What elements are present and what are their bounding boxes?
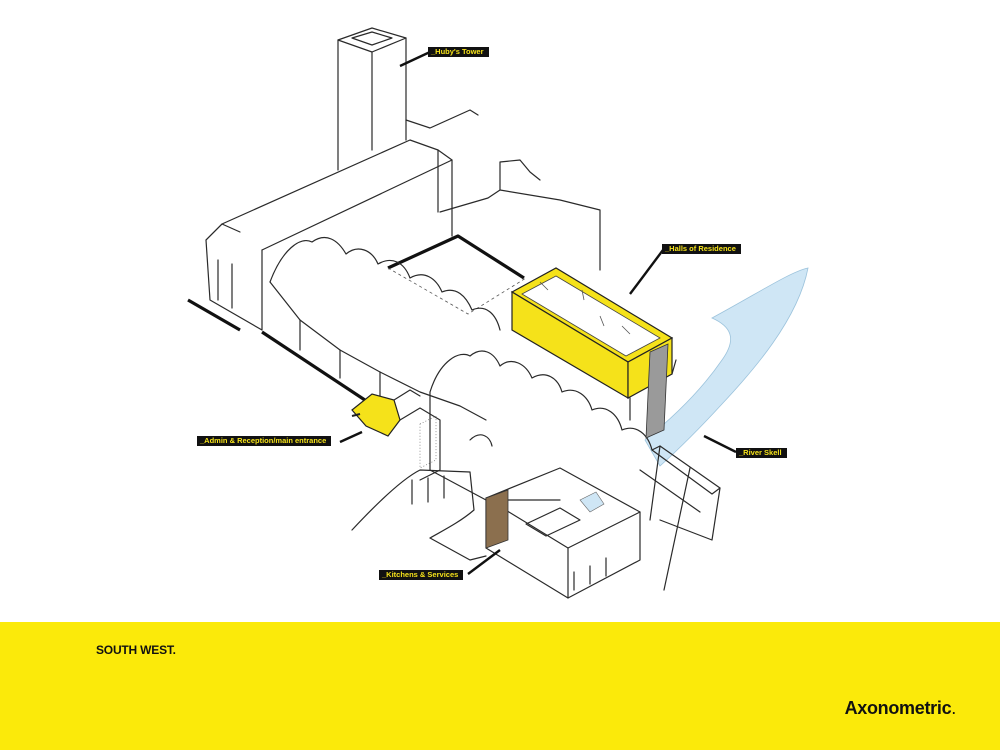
drawing-type-suffix: . <box>951 698 956 718</box>
river-skell-shape <box>644 267 809 467</box>
callout-kitchens-services: _Kitchens & Services <box>379 570 464 580</box>
callout-hubys-tower: _Huby's Tower <box>428 47 489 57</box>
callout-admin-reception: _Admin & Reception/main entrance <box>197 436 332 446</box>
drawing-type-text: Axonometric <box>844 698 952 718</box>
axonometric-drawing-area: _Huby's Tower _Halls of Residence _Admin… <box>187 27 809 599</box>
timber-frame-drawing <box>639 445 721 591</box>
callout-halls-of-residence: _Halls of Residence <box>662 244 741 254</box>
halls-of-residence-block <box>510 267 677 439</box>
church-nave-drawing <box>187 139 601 332</box>
drawing-type-title: Axonometric. <box>844 698 957 719</box>
callout-river-skell: _River Skell <box>736 448 787 458</box>
cloister-courtyard-drawing <box>387 234 527 315</box>
admin-reception-pad <box>351 389 441 481</box>
footer-band: SOUTH WEST. Axonometric. <box>0 622 1000 750</box>
axonometric-sketch <box>187 27 809 599</box>
hubys-tower-drawing <box>337 27 479 171</box>
vaulted-range-drawing <box>261 237 653 501</box>
view-direction-label: SOUTH WEST. <box>96 643 176 657</box>
kitchens-services-drawing <box>485 467 641 599</box>
ruined-arches-drawing <box>351 469 487 561</box>
leader-lines <box>339 50 737 575</box>
